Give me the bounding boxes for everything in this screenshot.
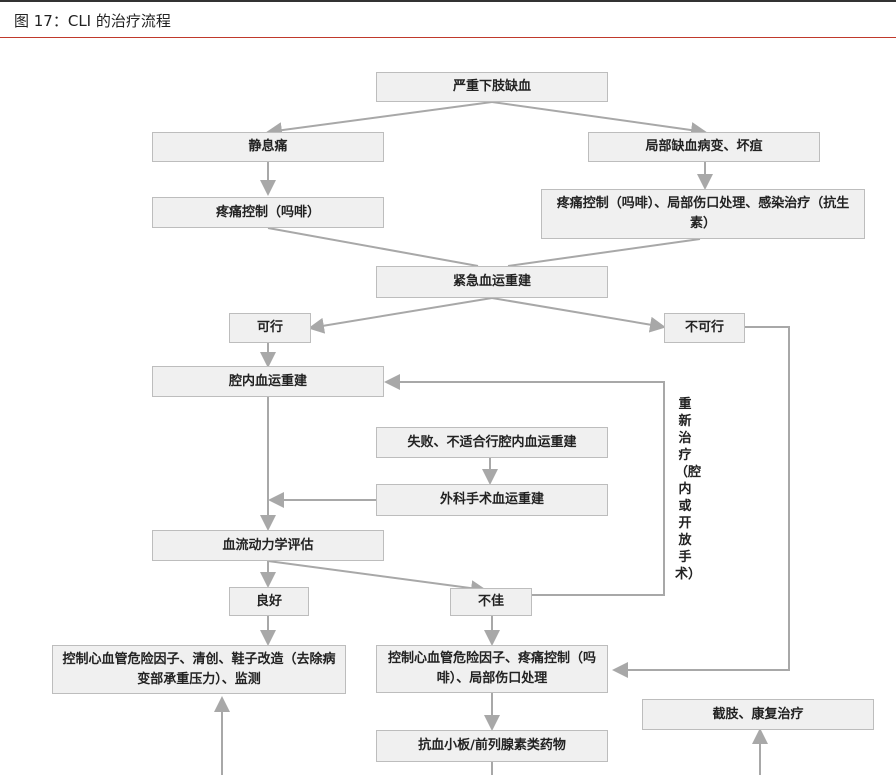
node-poor: 不佳 — [450, 588, 532, 616]
node-not-feasible: 不可行 — [664, 313, 745, 343]
node-endovascular-revascularization: 腔内血运重建 — [152, 366, 384, 397]
node-control-risk-poor: 控制心血管危险因子、疼痛控制（吗啡）、局部伤口处理 — [376, 645, 608, 693]
node-amputation-rehab: 截肢、康复治疗 — [642, 699, 874, 730]
node-pain-control-morphine: 疼痛控制（吗啡） — [152, 197, 384, 228]
retreatment-label: 重新治疗（腔内或开放手术） — [675, 397, 702, 582]
node-pain-control-wound: 疼痛控制（吗啡）、局部伤口处理、感染治疗（抗生素） — [541, 189, 865, 239]
node-local-lesion: 局部缺血病变、坏疽 — [588, 132, 820, 162]
figure-title: 图 17：CLI 的治疗流程 — [14, 12, 171, 30]
node-failed-unsuitable: 失败、不适合行腔内血运重建 — [376, 427, 608, 458]
node-good: 良好 — [229, 587, 309, 616]
node-antiplatelet: 抗血小板/前列腺素类药物 — [376, 730, 608, 762]
node-feasible: 可行 — [229, 313, 311, 343]
node-control-risk-good: 控制心血管危险因子、清创、鞋子改造（去除病变部承重压力）、监测 — [52, 645, 346, 694]
node-hemodynamic-assessment: 血流动力学评估 — [152, 530, 384, 561]
node-rest-pain: 静息痛 — [152, 132, 384, 162]
figure-header: 图 17：CLI 的治疗流程 — [0, 0, 896, 38]
node-severe-ischemia: 严重下肢缺血 — [376, 72, 608, 102]
node-surgical-revascularization: 外科手术血运重建 — [376, 484, 608, 516]
node-urgent-revascularization: 紧急血运重建 — [376, 266, 608, 298]
